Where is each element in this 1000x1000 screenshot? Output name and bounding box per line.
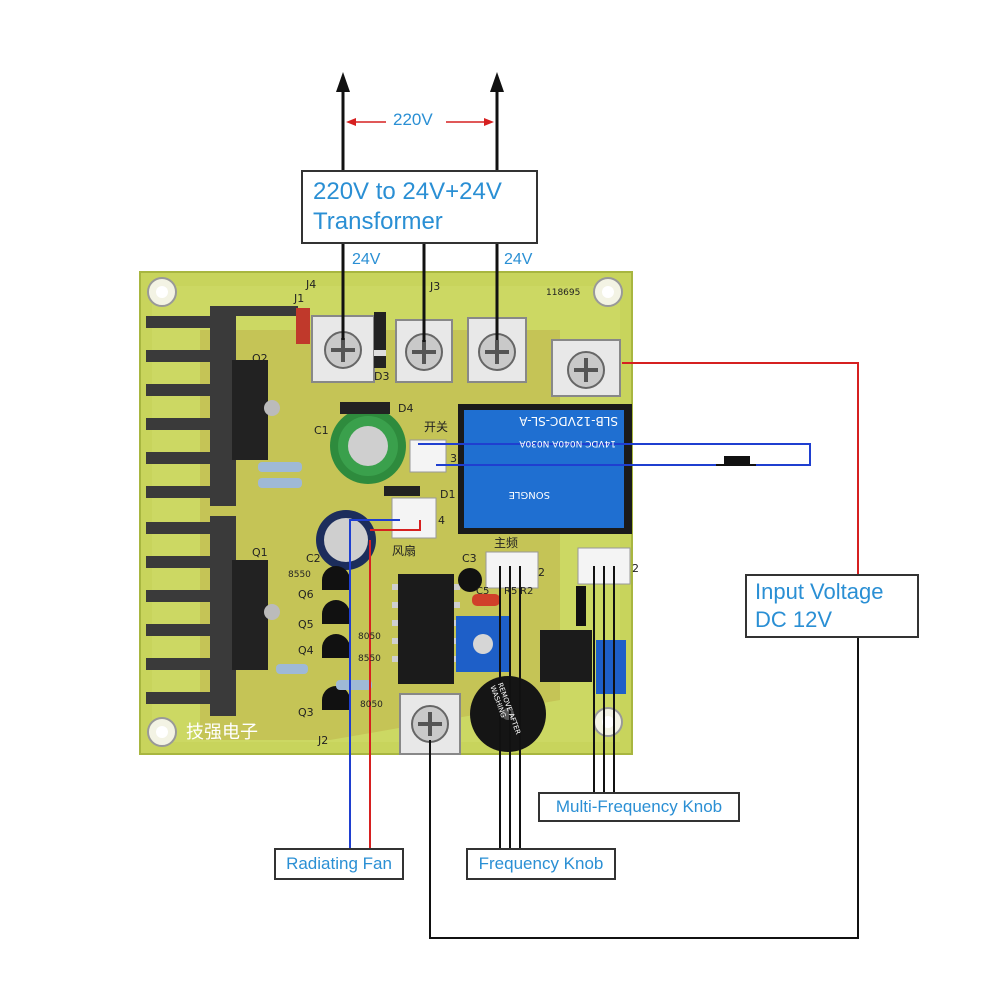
transformer-line1: 220V to 24V+24V [313, 178, 502, 205]
frequency-knob-label: Frequency Knob [466, 848, 616, 880]
arrow-up-right [490, 72, 504, 92]
diode-d1 [384, 486, 420, 496]
switch-silkscreen: 开关 [424, 420, 449, 434]
red-component [296, 308, 310, 344]
transistor-code-q5: 8050 [358, 632, 381, 642]
ref-r5: R5 [504, 586, 518, 597]
diode-d3 [374, 312, 386, 368]
top-voltage-label: 220V [393, 110, 433, 129]
ic-main [398, 574, 454, 684]
ref-j3: J3 [430, 280, 441, 293]
ref-q3: Q3 [298, 706, 314, 719]
pin-2-multi: 2 [632, 562, 639, 575]
switch-wire-blue [418, 443, 811, 466]
arrow-up-left [336, 72, 350, 92]
fan-wire-blue [349, 519, 400, 850]
fan-wire-red [370, 520, 421, 531]
ref-q6: Q6 [298, 588, 314, 601]
transistors [322, 566, 482, 710]
input-voltage-line1: Input Voltage [755, 579, 884, 604]
screw-terminal-bottom [399, 693, 461, 755]
ref-r2: R2 [520, 586, 534, 597]
relay-model: SLB-12VDC-SL-A [519, 414, 618, 428]
input-wire-red [369, 362, 859, 850]
ref-c2: C2 [306, 552, 321, 565]
tap-right-label: 24V [504, 251, 533, 268]
resistors [258, 462, 586, 690]
ref-j4: J4 [306, 278, 317, 291]
diode-d4 [340, 402, 390, 414]
ref-d3: D3 [374, 370, 390, 383]
frequency-knob-wires [499, 566, 521, 850]
ref-d1: D1 [440, 488, 456, 501]
capacitor-c1 [330, 408, 406, 484]
multi-frequency-knob-wires [593, 566, 615, 794]
ref-d4: D4 [398, 402, 414, 415]
main-freq-silkscreen: 主频 [494, 536, 519, 550]
capacitor-c2 [316, 510, 376, 570]
ref-c3: C3 [462, 552, 477, 565]
screw-terminals-top [311, 315, 621, 397]
ic-secondary [540, 630, 592, 682]
transformer-box: 220V to 24V+24V Transformer [301, 170, 538, 244]
relay-rating: 14VDC N040A N030A [519, 438, 616, 448]
switch-symbol [716, 456, 756, 466]
input-wire-black [429, 638, 859, 939]
pin-3: 3 [450, 452, 457, 465]
transistor-code-q4: 8550 [358, 654, 381, 664]
relay-brand: SONGLE [508, 489, 550, 500]
ref-q1: Q1 [252, 546, 268, 559]
transistor-code-q6: 8550 [288, 570, 311, 580]
transformer-line2: Transformer [313, 208, 443, 235]
fan-silkscreen: 风扇 [392, 544, 417, 558]
pin-2-main: 2 [538, 566, 545, 579]
heatsink-lower [146, 516, 280, 716]
ref-q4: Q4 [298, 644, 314, 657]
heatsink-upper [146, 306, 298, 506]
input-voltage-line2: DC 12V [755, 607, 833, 632]
relay [458, 404, 632, 534]
ref-j1: J1 [294, 292, 305, 305]
connector-fan [391, 497, 437, 539]
radiating-fan-label: Radiating Fan [274, 848, 404, 880]
connector-switch [409, 439, 447, 473]
top-voltage-lines [341, 92, 499, 342]
pin-4: 4 [438, 514, 445, 527]
connector-main-freq [485, 551, 539, 589]
ref-c5: C5 [476, 586, 490, 597]
multi-frequency-knob-label: Multi-Frequency Knob [538, 792, 740, 822]
board-id: 118695 [546, 288, 581, 298]
ref-j2: J2 [318, 734, 329, 747]
ref-q5: Q5 [298, 618, 314, 631]
ref-q2: Q2 [252, 352, 268, 365]
brand-silkscreen: 技强电子 [186, 722, 258, 743]
potentiometer-multi-frequency [596, 640, 626, 694]
input-voltage-box: Input Voltage DC 12V [745, 574, 919, 638]
tap-left-label: 24V [352, 251, 381, 268]
transistor-code-q3: 8050 [360, 700, 383, 710]
ref-c1: C1 [314, 424, 329, 437]
